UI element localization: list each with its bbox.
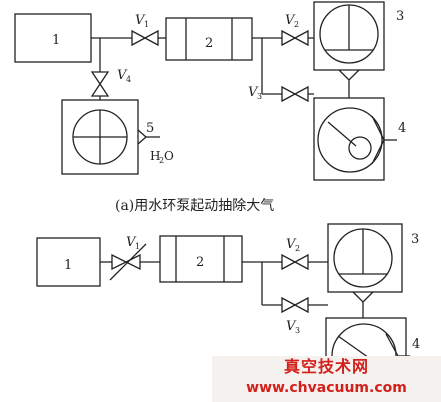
label-o-top: O xyxy=(164,149,174,163)
label-box-1-bottom: 1 xyxy=(64,258,72,273)
label-v4-top: V xyxy=(117,68,128,83)
label-v2-bottom: V xyxy=(286,237,297,252)
valve-v1-bottom xyxy=(109,243,147,281)
label-v3-sub-bottom: 3 xyxy=(295,326,300,335)
label-pump-5-top: 5 xyxy=(146,121,154,136)
watermark-title: 真空技术网 xyxy=(283,357,369,376)
label-v3-bottom: V xyxy=(286,319,297,334)
valve-v2-bottom xyxy=(281,253,309,271)
diagram-a xyxy=(14,1,397,181)
label-v1-top: V xyxy=(135,13,146,28)
label-h2-sub-top: 2 xyxy=(159,156,164,165)
label-v1-sub-top: 1 xyxy=(144,20,149,29)
label-box-1-top: 1 xyxy=(52,33,60,48)
box-2-bottom xyxy=(159,235,243,283)
box-2-top xyxy=(165,17,253,61)
valve-v4-top xyxy=(90,71,110,97)
label-v1-sub-bottom: 1 xyxy=(135,242,140,251)
label-v2-sub-bottom: 2 xyxy=(295,244,300,253)
caption-a: (a)用水环泵起动抽除大气 xyxy=(115,198,274,214)
label-v1-bottom: V xyxy=(126,235,137,250)
watermark-url[interactable]: www.chvacuum.com xyxy=(246,380,407,396)
label-box-2-top: 2 xyxy=(205,36,213,51)
label-v3-sub-top: 3 xyxy=(257,92,262,101)
valve-v3-top xyxy=(281,85,309,103)
label-box-2-bottom: 2 xyxy=(196,255,204,270)
watermark: 真空技术网 www.chvacuum.com xyxy=(212,356,441,402)
valve-v2-top xyxy=(281,29,309,47)
rotary-pump-4-top xyxy=(313,97,397,181)
valve-v3-bottom xyxy=(281,296,309,314)
valve-v1-top xyxy=(131,29,159,47)
label-pump-3-bottom: 3 xyxy=(411,232,419,247)
label-pump-4-bottom: 4 xyxy=(412,337,420,352)
label-v4-sub-top: 4 xyxy=(126,75,131,84)
roots-pump-3-bottom xyxy=(327,223,403,318)
label-pump-3-top: 3 xyxy=(396,9,404,24)
water-ring-pump-5-top xyxy=(61,99,160,175)
label-h-top: H xyxy=(150,149,160,163)
label-v3-top: V xyxy=(248,85,259,100)
label-v2-sub-top: 2 xyxy=(294,20,299,29)
label-pump-4-top: 4 xyxy=(398,121,406,136)
roots-pump-3-top xyxy=(313,1,385,98)
diagram-b xyxy=(36,223,410,402)
label-v2-top: V xyxy=(285,13,296,28)
